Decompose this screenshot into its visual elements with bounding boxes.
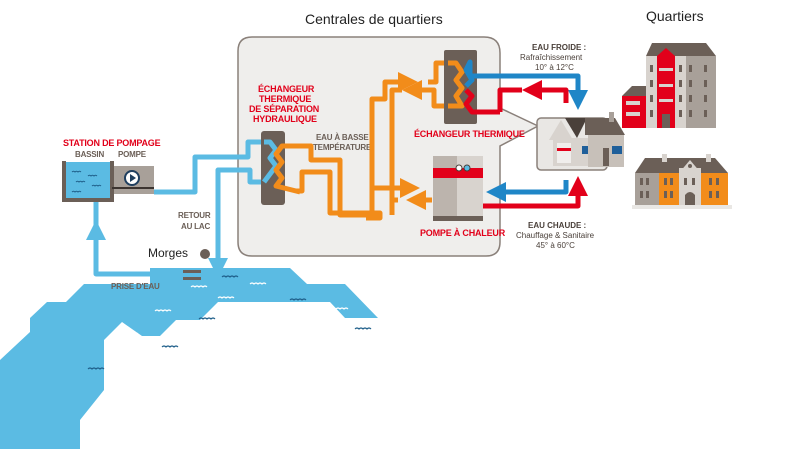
lake-water-supply-pipe: [154, 139, 268, 195]
cold-water-return-pipe: [522, 80, 569, 103]
orange-supply-pipe: [296, 143, 343, 195]
orange-hx-return: [389, 87, 402, 215]
lake-waves: [87, 275, 372, 370]
basin-water: [66, 162, 110, 198]
lake: [0, 268, 378, 449]
cold-water-supply-pipe: [498, 73, 588, 110]
eau-froide-desc: Rafraîchissement: [520, 53, 583, 62]
apartment-buildings-icon: [622, 43, 716, 128]
houses-icon: [549, 112, 625, 167]
cold-water-return-tail: [497, 87, 522, 112]
basin-label: BASSIN: [75, 150, 104, 159]
city-label-morges: Morges: [148, 246, 188, 260]
heat-pump-label: POMPE À CHALEUR: [420, 228, 506, 238]
lake-water-return-pipe: [215, 167, 268, 228]
manor-house-icon: [632, 154, 732, 209]
eau-chaude-desc: Chauffage & Sanitaire: [516, 231, 595, 240]
sep-exchanger-label-4: HYDRAULIQUE: [253, 114, 317, 124]
eau-basse-temp-label-1: EAU À BASSE: [316, 133, 369, 142]
water-intake: [183, 270, 201, 280]
sep-exchanger-label-2: THERMIQUE: [259, 94, 311, 104]
eau-chaude-temp: 45° à 60°C: [536, 241, 575, 250]
eau-basse-temp-label-2: TEMPÉRATURE: [313, 143, 372, 152]
hot-water-return-pipe: [486, 180, 569, 202]
intake-pipe: [86, 220, 183, 277]
orange-to-hx-supply: [369, 72, 418, 220]
eau-froide-label: EAU FROIDE :: [532, 43, 586, 52]
prise-eau-label: PRISE D'EAU: [111, 282, 160, 291]
heat-exchanger-label: ÉCHANGEUR THERMIQUE: [414, 129, 525, 139]
heat-pump: [433, 156, 483, 221]
hx-red-coil: [463, 88, 500, 115]
title-centrales: Centrales de quartiers: [305, 11, 443, 27]
orange-hx-out: [402, 80, 450, 109]
orange-hx-in: [428, 60, 450, 85]
retour-lac-label-1: RETOUR: [178, 211, 211, 220]
orange-return-pipe-a: [296, 169, 383, 221]
basin-walls: [62, 161, 114, 202]
pump-label: POMPE: [118, 150, 147, 159]
sep-exchanger-label-3: DE SÉPARATION: [249, 104, 319, 114]
hot-water-supply-pipe: [483, 176, 588, 209]
exchanger-orange-coil: [273, 143, 301, 195]
eau-froide-temp: 10° à 12°C: [535, 63, 574, 72]
retour-lac-label-2: AU LAC: [181, 222, 210, 231]
city-marker-icon: [200, 249, 210, 259]
station-title: STATION DE POMPAGE: [63, 138, 161, 148]
title-quartiers: Quartiers: [646, 8, 704, 24]
eau-chaude-label: EAU CHAUDE :: [528, 221, 586, 230]
hx-blue-coil: [463, 59, 500, 88]
sep-exchanger-label-1: ÉCHANGEUR: [258, 84, 315, 94]
hx-orange-coil: [448, 60, 465, 109]
exchanger-blue-coil: [262, 139, 279, 184]
pumping-station: [62, 161, 154, 202]
